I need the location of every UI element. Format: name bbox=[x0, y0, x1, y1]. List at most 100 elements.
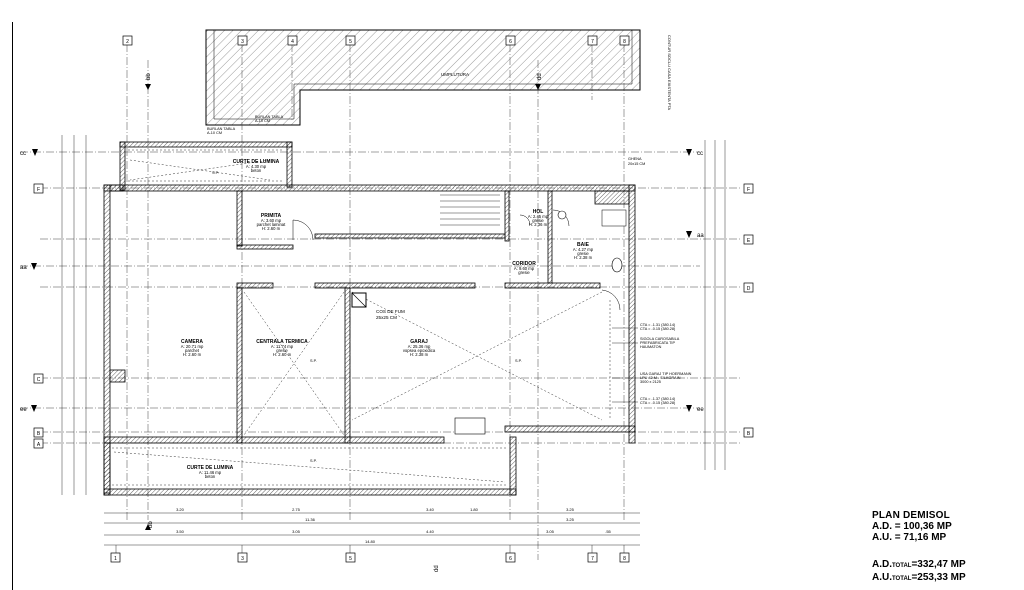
room-labels: CURTE DE LUMINA A: 4.30 mp beton PRIMITA… bbox=[181, 159, 594, 479]
svg-text:aa: aa bbox=[20, 265, 27, 271]
svg-text:11.36: 11.36 bbox=[305, 517, 315, 522]
svg-text:aa: aa bbox=[697, 233, 704, 239]
wc bbox=[557, 210, 567, 220]
svg-text:H: 2.60 m: H: 2.60 m bbox=[183, 352, 202, 357]
svg-text:3: 3 bbox=[241, 556, 244, 562]
svg-text:COS DE FUM: COS DE FUM bbox=[376, 309, 405, 314]
svg-text:cc: cc bbox=[20, 151, 26, 157]
section-markers: cc cc aa aa ee ee bb bb dd dd bbox=[20, 73, 704, 572]
svg-text:25x25 CM: 25x25 CM bbox=[376, 315, 397, 320]
svg-text:A: 9.60 mp: A: 9.60 mp bbox=[514, 266, 535, 271]
svg-text:GHENA: GHENA bbox=[628, 157, 642, 161]
svg-text:H: 2.38 m: H: 2.38 m bbox=[410, 352, 429, 357]
svg-text:LPU 42 M - SILKGRAIN: LPU 42 M - SILKGRAIN bbox=[640, 376, 681, 380]
title-block: PLAN DEMISOL A.D. = 100,36 MP A.U. = 71,… bbox=[872, 510, 1012, 585]
top-notes: BURLAN TABLA A-10 CM BURLAN TABLA A-10 C… bbox=[207, 115, 645, 166]
svg-text:3000 x 2125: 3000 x 2125 bbox=[640, 380, 661, 384]
svg-text:CTA = -1.37 (380.14): CTA = -1.37 (380.14) bbox=[640, 397, 676, 401]
svg-text:E: E bbox=[747, 238, 751, 244]
svg-text:1: 1 bbox=[114, 556, 117, 562]
svg-text:F: F bbox=[747, 187, 750, 193]
svg-text:F: F bbox=[37, 187, 40, 193]
svg-text:gresie: gresie bbox=[532, 218, 544, 223]
right-axis-markers: F E D B bbox=[743, 183, 754, 438]
svg-text:CURTE DE LUMINA: CURTE DE LUMINA bbox=[233, 159, 280, 165]
svg-text:C: C bbox=[37, 377, 41, 383]
svg-text:CTA = -1.31 (380.14): CTA = -1.31 (380.14) bbox=[640, 323, 676, 327]
svg-text:beton: beton bbox=[251, 168, 262, 173]
svg-text:CTA = -0.15 (380.28): CTA = -0.15 (380.28) bbox=[640, 401, 676, 405]
svg-text:4: 4 bbox=[291, 39, 294, 45]
svg-text:A: 4.30 mp: A: 4.30 mp bbox=[246, 164, 267, 169]
right-dimension-lines bbox=[704, 140, 726, 470]
svg-text:3.05: 3.05 bbox=[292, 529, 301, 534]
ad-value: A.D. = 100,36 MP bbox=[872, 521, 952, 532]
svg-text:A: 20.71 mp: A: 20.71 mp bbox=[181, 344, 204, 349]
svg-text:ee: ee bbox=[697, 407, 704, 413]
svg-text:A: 4.27 mp: A: 4.27 mp bbox=[573, 247, 594, 252]
svg-text:HAUMATON: HAUMATON bbox=[640, 345, 662, 349]
svg-text:dd: dd bbox=[434, 565, 440, 572]
au-total: A.U.TOTAL=253,33 MP bbox=[872, 572, 966, 583]
svg-text:S.P.: S.P. bbox=[212, 171, 219, 175]
svg-text:gresie: gresie bbox=[577, 251, 589, 256]
svg-text:A: 3.60 mp: A: 3.60 mp bbox=[261, 218, 282, 223]
umplutura-label: UMPLUTURA bbox=[441, 72, 469, 77]
svg-text:2.75: 2.75 bbox=[292, 507, 301, 512]
svg-text:vopsea epoxidica: vopsea epoxidica bbox=[403, 348, 436, 353]
svg-text:A: A bbox=[37, 442, 41, 448]
svg-text:SIGOLA CAROSABILA: SIGOLA CAROSABILA bbox=[640, 337, 680, 341]
svg-text:8: 8 bbox=[623, 39, 626, 45]
svg-text:S.P.: S.P. bbox=[310, 359, 317, 363]
svg-text:5: 5 bbox=[349, 556, 352, 562]
svg-text:A: 2.45 mp: A: 2.45 mp bbox=[528, 214, 549, 219]
walls bbox=[103, 141, 636, 496]
svg-text:1.80: 1.80 bbox=[470, 507, 479, 512]
svg-text:CENTRALA TERMICA: CENTRALA TERMICA bbox=[256, 339, 308, 345]
svg-text:parchet laminat: parchet laminat bbox=[257, 222, 286, 227]
svg-text:gresie: gresie bbox=[518, 270, 530, 275]
svg-text:3.50: 3.50 bbox=[176, 529, 185, 534]
svg-text:6: 6 bbox=[509, 556, 512, 562]
svg-text:A-10 CM: A-10 CM bbox=[255, 119, 270, 123]
interior-dashed bbox=[112, 149, 611, 486]
svg-text:CORIDOR: CORIDOR bbox=[512, 261, 536, 267]
svg-text:PRIMITA: PRIMITA bbox=[261, 213, 282, 219]
svg-text:7: 7 bbox=[591, 556, 594, 562]
svg-text:BURLAN TABLA: BURLAN TABLA bbox=[207, 127, 236, 131]
svg-text:8: 8 bbox=[623, 556, 626, 562]
svg-text:4.40: 4.40 bbox=[426, 529, 435, 534]
svg-text:gresie: gresie bbox=[276, 348, 288, 353]
sheet-frame-line bbox=[12, 22, 13, 590]
sink bbox=[454, 417, 486, 435]
svg-text:A: 11.74 mp: A: 11.74 mp bbox=[271, 344, 294, 349]
svg-text:3.20: 3.20 bbox=[176, 507, 185, 512]
svg-text:CAMERA: CAMERA bbox=[181, 339, 203, 345]
svg-text:3.25: 3.25 bbox=[566, 517, 575, 522]
svg-text:H: 2.38 m: H: 2.38 m bbox=[574, 255, 593, 260]
au-value: A.U. = 71,16 MP bbox=[872, 532, 947, 543]
svg-text:parchet: parchet bbox=[185, 348, 200, 353]
svg-text:B: B bbox=[747, 431, 751, 437]
svg-text:BAIE: BAIE bbox=[577, 242, 590, 248]
svg-text:bb: bb bbox=[148, 521, 154, 528]
svg-text:20x15 CM: 20x15 CM bbox=[628, 162, 645, 166]
stair-lines bbox=[440, 194, 500, 226]
svg-text:3: 3 bbox=[241, 39, 244, 45]
baie-fixture bbox=[611, 257, 623, 273]
svg-text:cc: cc bbox=[697, 151, 703, 157]
svg-text:B: B bbox=[37, 431, 41, 437]
existing-house-contour bbox=[205, 29, 641, 126]
svg-text:H: 2.60 m: H: 2.60 m bbox=[273, 352, 292, 357]
svg-text:beton: beton bbox=[205, 474, 216, 479]
svg-text:BURLAN TABLA: BURLAN TABLA bbox=[255, 115, 284, 119]
bottom-dimension-text: 3.20 2.75 3.40 1.80 3.25 11.36 3.25 3.50… bbox=[176, 507, 611, 544]
svg-text:D: D bbox=[747, 286, 751, 292]
svg-text:5: 5 bbox=[349, 39, 352, 45]
leader-lines bbox=[612, 327, 638, 403]
vertical-axes bbox=[126, 44, 625, 560]
svg-text:CTA = -0.15 (380.28): CTA = -0.15 (380.28) bbox=[640, 327, 676, 331]
svg-text:ee: ee bbox=[20, 407, 27, 413]
svg-text:S.P.: S.P. bbox=[310, 459, 317, 463]
